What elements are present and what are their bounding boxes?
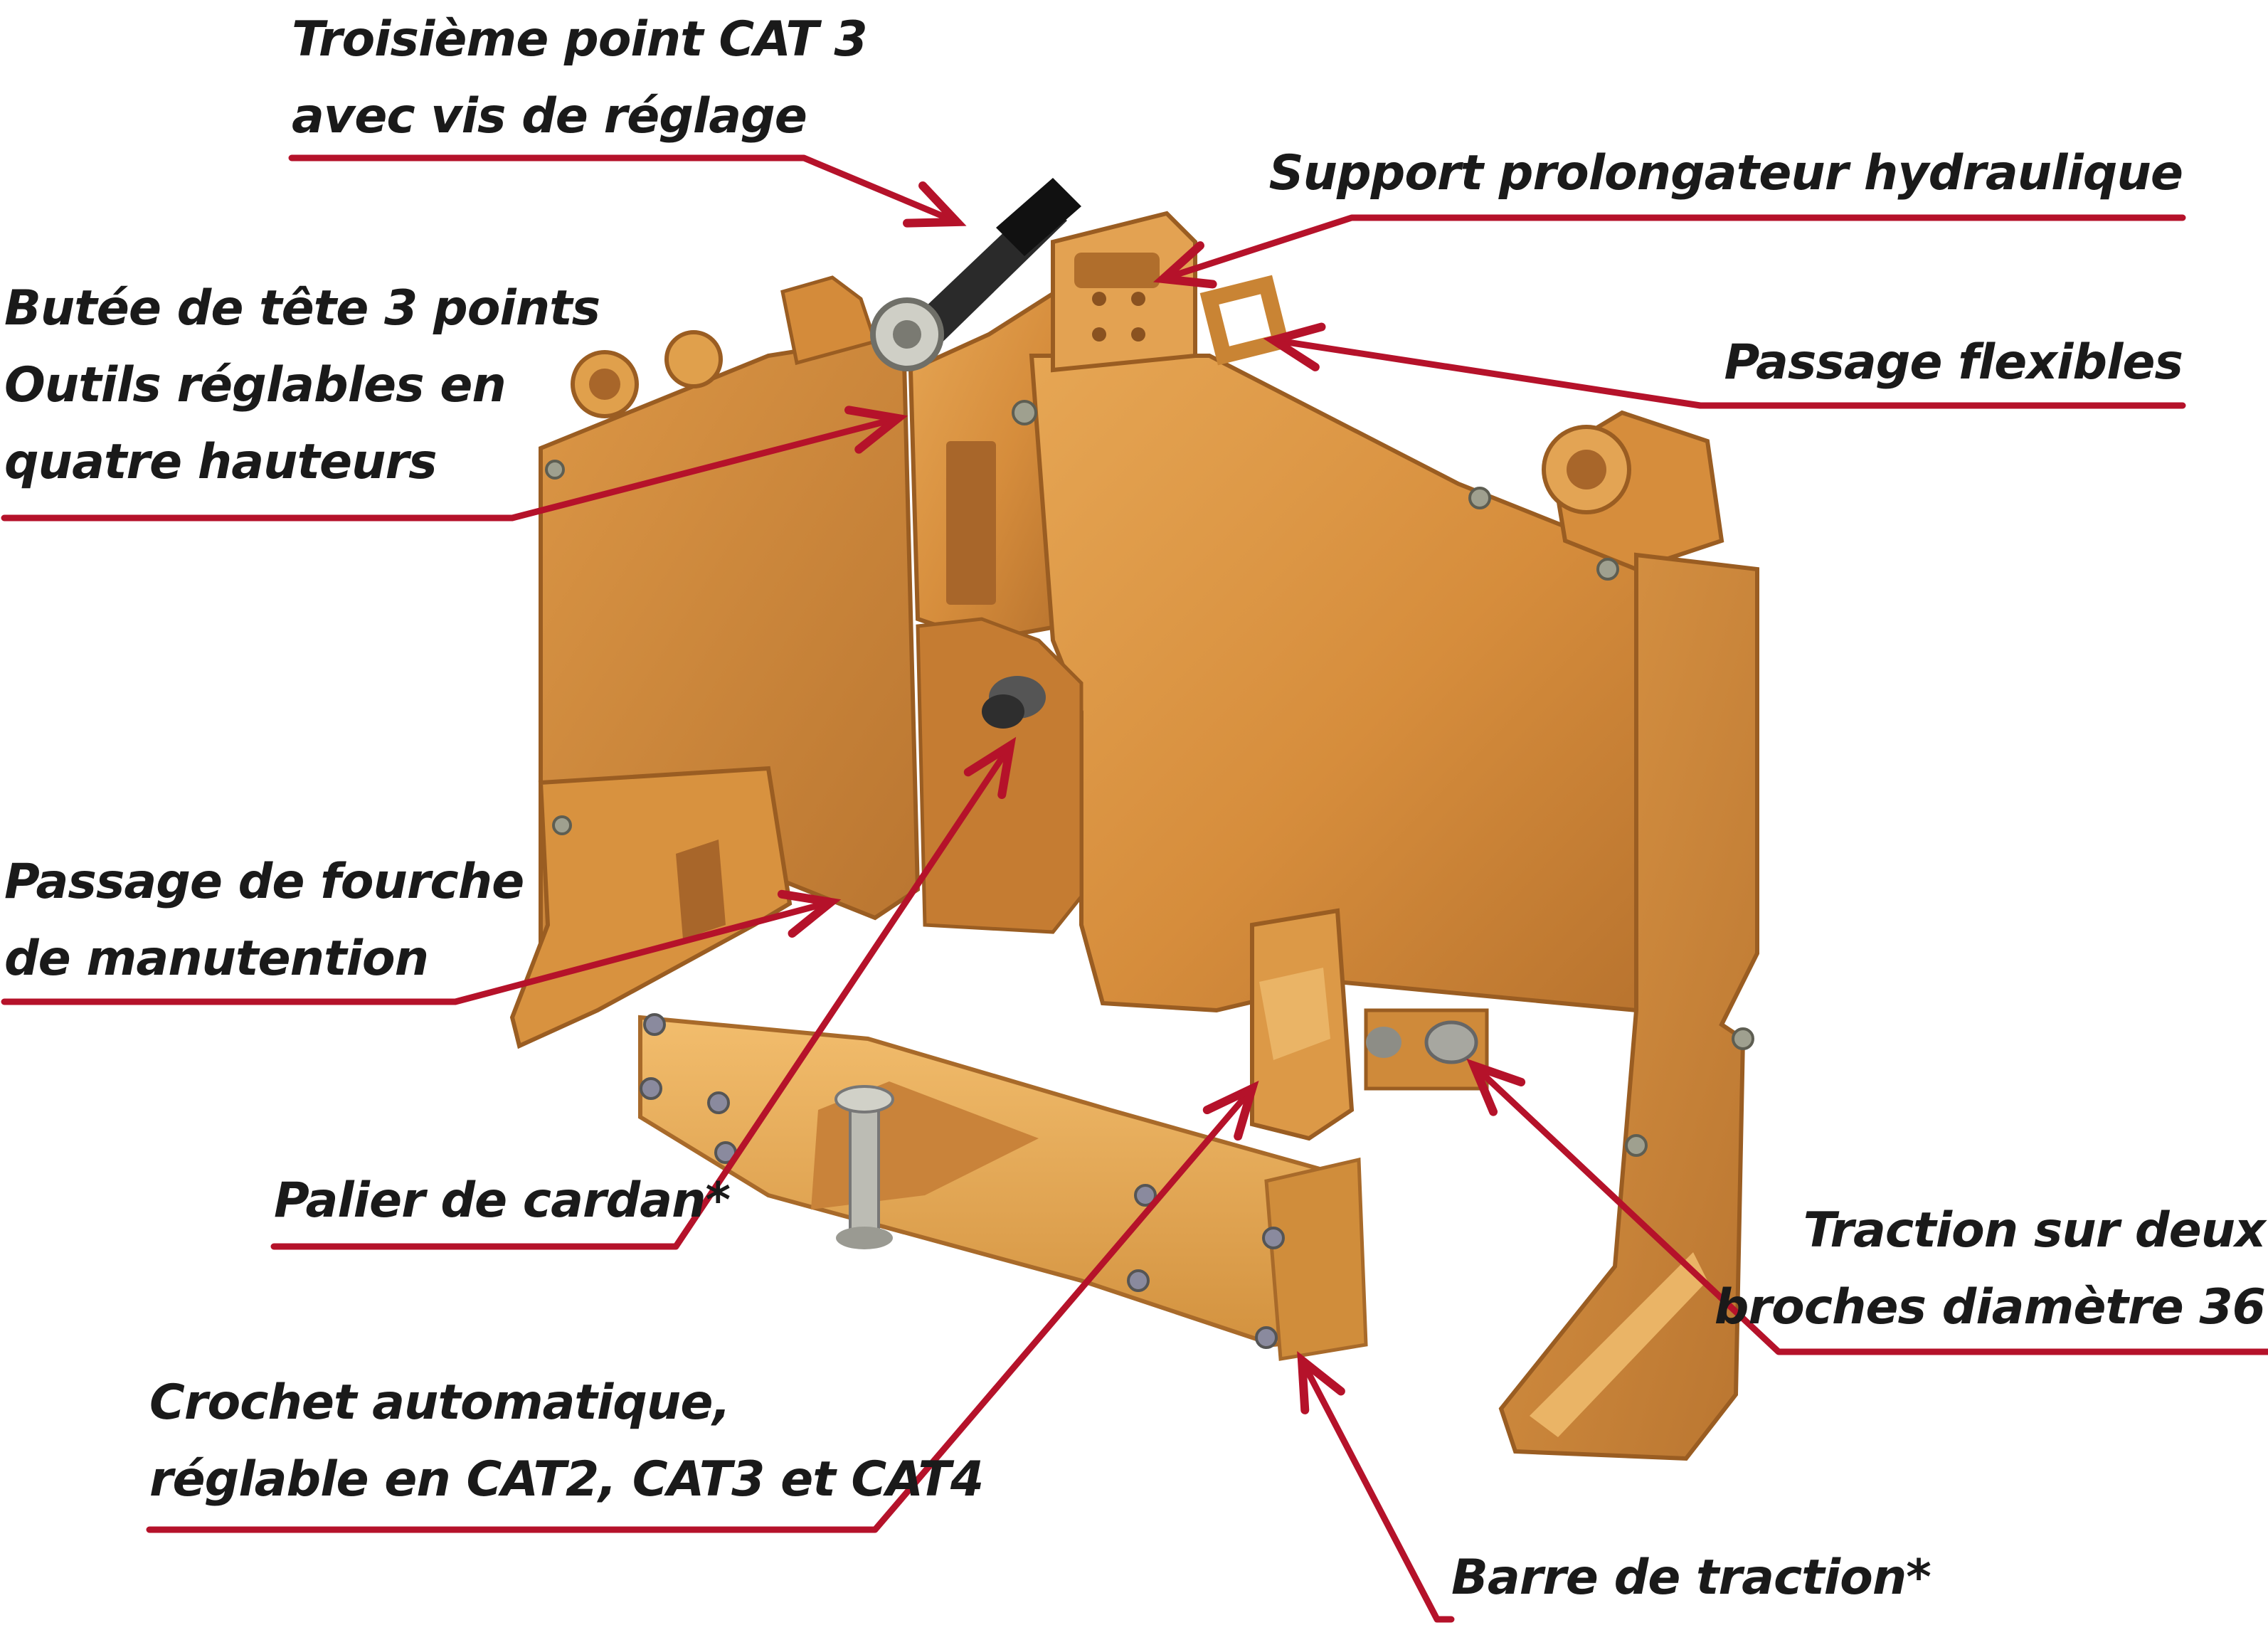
label-line: Passage flexibles [1724, 334, 2183, 391]
label-line: avec vis de réglage [292, 88, 807, 144]
label-line: Barre de traction* [1451, 1550, 1931, 1606]
fork-passage-bracket [509, 766, 793, 1049]
leader-arrowhead [1153, 241, 1217, 289]
leader-arrowhead [777, 889, 842, 938]
label-passage-flexibles: Passage flexibles [1724, 324, 2183, 401]
leader-barre-traction [1297, 1350, 1455, 1623]
label-traction-broches: Traction sur deux broches diamètre 36 [1714, 1192, 2266, 1346]
label-line: Passage de fourche [4, 854, 524, 910]
label-line: Crochet automatique, [149, 1375, 731, 1431]
label-passage-fourche: Passage de fourche de manutention [4, 844, 524, 997]
drawbar-end-plate [1264, 1157, 1368, 1361]
leader-arrowhead [903, 181, 967, 228]
drawbar-pin [834, 1085, 894, 1249]
leader-traction-broches [1466, 1058, 2268, 1355]
label-line: réglable en CAT2, CAT3 et CAT4 [149, 1451, 984, 1508]
leader-arrowhead [963, 736, 1017, 800]
leader-butee-tete [1, 406, 908, 522]
label-line: de manutention [4, 931, 429, 987]
label-palier-cardan: Palier de cardan* [274, 1163, 731, 1239]
label-butee-tete: Butée de tête 3 points Outils réglables … [4, 270, 600, 501]
label-support-prolongateur: Support prolongateur hydraulique [1269, 135, 2183, 212]
label-line: quatre hauteurs [4, 434, 438, 490]
leader-arrowhead [1297, 1350, 1345, 1414]
leader-support-prolongateur [1153, 214, 2186, 289]
traction-pins [1364, 1008, 1489, 1091]
left-top-bracket [780, 275, 878, 366]
leader-crochet-auto [146, 1080, 1259, 1533]
leader-palier-cardan [270, 736, 1017, 1250]
label-line: Troisième point CAT 3 [292, 11, 868, 68]
plate-bolts [545, 400, 1754, 1157]
label-line: Support prolongateur hydraulique [1268, 145, 2183, 201]
label-crochet-auto: Crochet automatique, réglable en CAT2, C… [149, 1365, 984, 1518]
leader-passage-flexibles [1263, 322, 2186, 409]
leader-passage-fourche [1, 889, 842, 1005]
label-line: broches diamètre 36 [1714, 1279, 2266, 1335]
leader-arrowhead [1263, 322, 1326, 371]
leader-troisieme-point [288, 154, 967, 228]
pto-bearing [982, 676, 1046, 729]
label-line: Palier de cardan* [274, 1173, 731, 1229]
leader-arrowhead [1202, 1080, 1259, 1141]
label-line: Traction sur deux [1803, 1202, 2266, 1259]
label-troisieme-point: Troisième point CAT 3 avec vis de réglag… [292, 1, 868, 155]
drawbar-bolts [640, 1013, 1285, 1349]
right-leg-plate [1498, 552, 1759, 1461]
top-link-handle [870, 178, 1081, 371]
central-slot [946, 441, 996, 605]
label-barre-traction: Barre de traction* [1451, 1540, 1931, 1616]
leader-arrowhead [1466, 1058, 1526, 1116]
leader-arrowhead [844, 406, 908, 454]
label-line: Outils réglables en [4, 357, 507, 413]
label-line: Butée de tête 3 points [4, 280, 600, 337]
